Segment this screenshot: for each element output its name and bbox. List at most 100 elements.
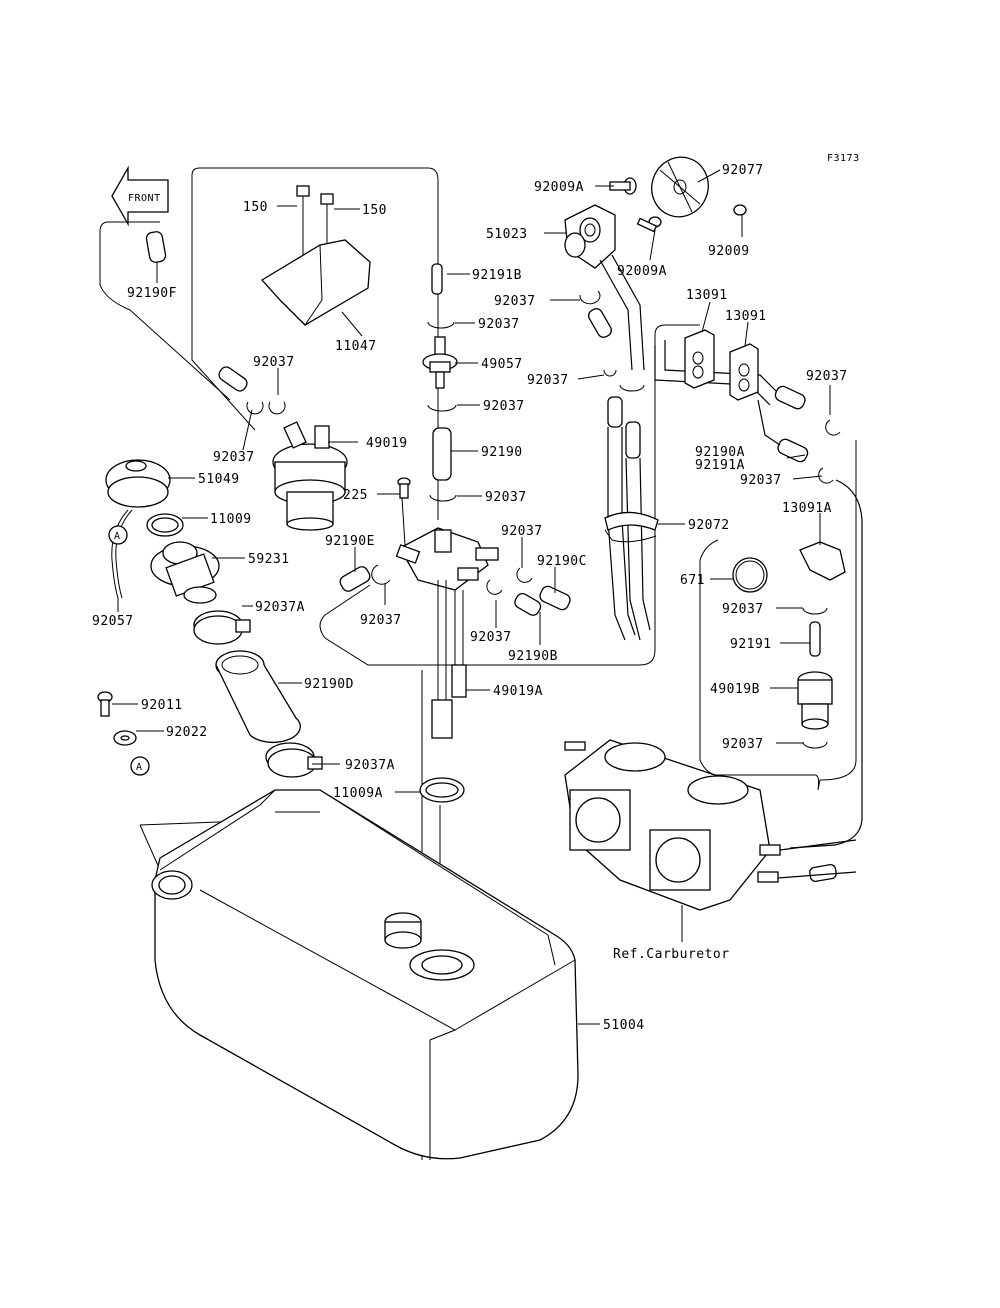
fuel-filter-49019B bbox=[797, 671, 833, 730]
figure-code: F3173 bbox=[827, 153, 860, 164]
hose-segment-pump bbox=[587, 308, 613, 338]
hose-pieces-middle bbox=[607, 396, 641, 459]
label-ref-carburetor: Ref.Carburetor bbox=[613, 947, 730, 962]
hose-92190B bbox=[514, 592, 542, 616]
label-92190: 92190 bbox=[481, 445, 523, 460]
label-51004: 51004 bbox=[603, 1018, 645, 1033]
hose-92190F bbox=[145, 231, 167, 263]
label-92072: 92072 bbox=[688, 518, 730, 533]
label-92037-g: 92037 bbox=[501, 524, 543, 539]
label-92037-d: 92037 bbox=[483, 399, 525, 414]
label-11047: 11047 bbox=[335, 339, 377, 354]
label-11009A: 11009A bbox=[333, 786, 383, 801]
group-outline-filter bbox=[191, 167, 439, 520]
label-49019A: 49019A bbox=[493, 684, 543, 699]
label-92009: 92009 bbox=[708, 244, 750, 259]
clip-92037-f-icon bbox=[371, 564, 391, 585]
filler-neck-59231 bbox=[150, 541, 220, 604]
clamp-92037A-bottom bbox=[265, 742, 323, 778]
label-92037-l: 92037 bbox=[740, 473, 782, 488]
group-outline-hose-left bbox=[99, 221, 231, 401]
gasket-11009A-icon bbox=[419, 777, 465, 803]
label-13091A: 13091A bbox=[782, 501, 832, 516]
clip-92037-i-icon bbox=[579, 290, 601, 305]
fuel-tank-51004 bbox=[151, 789, 579, 1160]
label-92191A: 92191A bbox=[695, 458, 745, 473]
label-49019B: 49019B bbox=[710, 682, 760, 697]
label-92037-h: 92037 bbox=[470, 630, 512, 645]
label-92037-n: 92037 bbox=[722, 737, 764, 752]
carburetor-assembly bbox=[564, 739, 857, 911]
label-92037A-bottom: 92037A bbox=[345, 758, 395, 773]
hose-92190C bbox=[539, 585, 571, 611]
label-150-left: 150 bbox=[243, 200, 268, 215]
svg-text:A: A bbox=[136, 762, 143, 773]
clamp-13091-a bbox=[684, 329, 715, 389]
front-indicator: FRONT bbox=[128, 193, 161, 204]
fuel-filter-49019 bbox=[272, 421, 348, 531]
label-92191B: 92191B bbox=[472, 268, 522, 283]
clamp-13091-b bbox=[729, 343, 759, 401]
clip-13091A bbox=[799, 541, 846, 581]
group-outline-right bbox=[699, 440, 857, 791]
hose-92190D bbox=[215, 650, 301, 744]
label-59231: 59231 bbox=[248, 552, 290, 567]
pump-51023 bbox=[564, 204, 616, 269]
o-ring-671-icon bbox=[732, 557, 768, 593]
label-13091-a: 13091 bbox=[686, 288, 728, 303]
label-92191: 92191 bbox=[730, 637, 772, 652]
label-92009A-bottom: 92009A bbox=[617, 264, 667, 279]
screw-92009-icon bbox=[733, 204, 747, 216]
clip-92037-l-icon bbox=[818, 467, 834, 484]
label-92190A: 92190A bbox=[695, 445, 745, 460]
pin-92191-icon bbox=[809, 621, 821, 657]
clip-92037-e-icon bbox=[429, 494, 457, 502]
bracket-11047 bbox=[260, 239, 371, 326]
pump-outlet-pipe bbox=[599, 259, 633, 371]
front-arrow-icon: FRONT bbox=[111, 165, 169, 227]
label-92190D: 92190D bbox=[304, 677, 354, 692]
label-11009: 11009 bbox=[210, 512, 252, 527]
label-92037-m: 92037 bbox=[722, 602, 764, 617]
hose-upper-right bbox=[664, 340, 781, 396]
hose-segment-left bbox=[218, 366, 248, 392]
label-92037-f: 92037 bbox=[360, 613, 402, 628]
hose-92190 bbox=[432, 427, 452, 481]
label-92037-c: 92037 bbox=[478, 317, 520, 332]
label-92022: 92022 bbox=[166, 725, 208, 740]
label-92057: 92057 bbox=[92, 614, 134, 629]
label-92190B: 92190B bbox=[508, 649, 558, 664]
callout-A-bottom: A bbox=[130, 756, 150, 776]
clip-92037-k-icon bbox=[825, 419, 841, 436]
fuel-cap-51049 bbox=[105, 459, 171, 508]
label-92077: 92077 bbox=[722, 163, 764, 178]
clip-92037-n-icon bbox=[802, 741, 828, 749]
hose-92190E bbox=[339, 566, 371, 592]
clip-92037-m-icon bbox=[802, 607, 828, 615]
cover-92077 bbox=[651, 156, 709, 218]
label-671: 671 bbox=[680, 573, 705, 588]
pin-92191B-icon bbox=[431, 263, 443, 295]
label-92190C: 92190C bbox=[537, 554, 587, 569]
clamp-92037A-top bbox=[193, 610, 251, 645]
clip-92037-left-icon bbox=[246, 401, 286, 415]
screw-92009A-bottom-icon bbox=[636, 216, 662, 233]
part-labels: 150 150 92190F 11047 92037 92037 49019 5… bbox=[92, 163, 848, 1033]
hose-lower-right bbox=[757, 399, 781, 446]
label-92037-a: 92037 bbox=[253, 355, 295, 370]
label-92011: 92011 bbox=[141, 698, 183, 713]
bolt-92011-icon bbox=[97, 691, 113, 717]
hose-return-line bbox=[789, 479, 863, 849]
clip-92037-g-icon bbox=[486, 567, 533, 595]
callout-A-top: A bbox=[108, 525, 128, 545]
label-225: 225 bbox=[343, 488, 368, 503]
label-51049: 51049 bbox=[198, 472, 240, 487]
label-150-right: 150 bbox=[362, 203, 387, 218]
label-13091-b: 13091 bbox=[725, 309, 767, 324]
clip-92037-j-icon bbox=[603, 369, 645, 392]
label-92009A-top: 92009A bbox=[534, 180, 584, 195]
label-92037-j: 92037 bbox=[527, 373, 569, 388]
strap-92057 bbox=[111, 509, 133, 599]
label-92037-k: 92037 bbox=[806, 369, 848, 384]
